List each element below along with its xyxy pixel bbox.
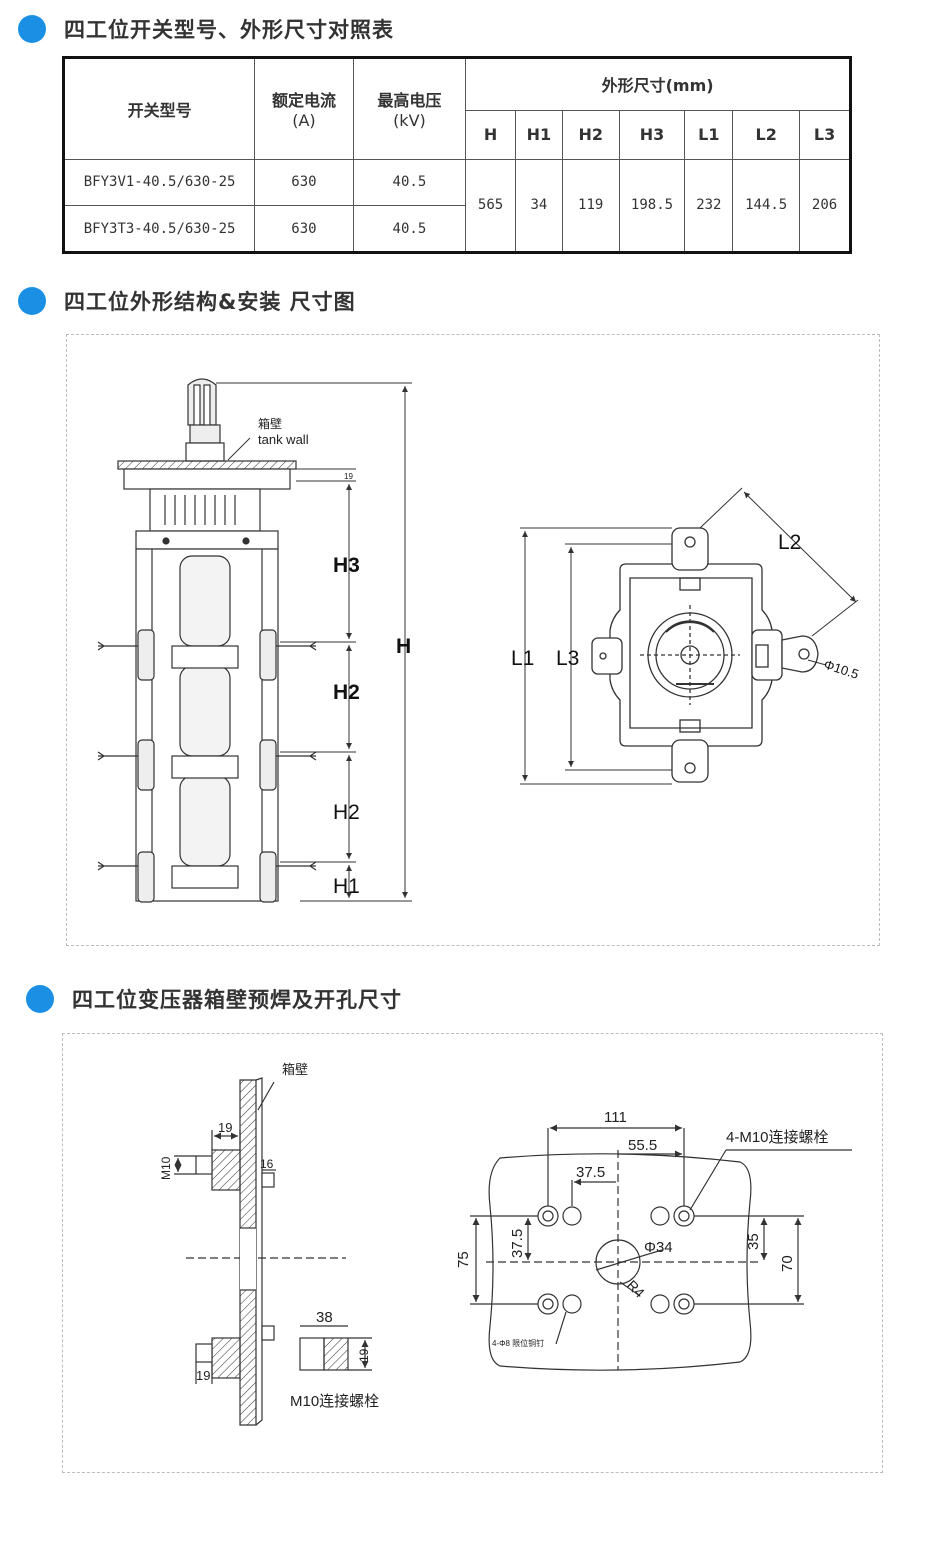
header-voltage-unit: (kV) (393, 111, 426, 131)
bullet-icon (18, 287, 46, 315)
table-row: BFY3V1-40.5/630-25 630 40.5 565 34 119 1… (62, 158, 851, 254)
header-dim-l2: L2 (732, 109, 801, 160)
cell-dim-l3: 206 (799, 158, 851, 254)
cell-model: BFY3V1-40.5/630-25 (62, 158, 256, 207)
header-dim-h: H (465, 109, 516, 160)
cell-current: 630 (254, 158, 354, 207)
header-current: 额定电流 (A) (254, 57, 354, 160)
cell-dim-h1: 34 (514, 158, 563, 254)
header-voltage: 最高电压 (kV) (352, 57, 467, 160)
spec-table: 开关型号 额定电流 (A) 最高电压 (kV) 外形尺寸(mm) H H1 H2… (62, 56, 852, 254)
bullet-icon (26, 985, 54, 1013)
section-title: 四工位开关型号、外形尺寸对照表 (64, 18, 394, 42)
header-dim-h3: H3 (618, 109, 686, 160)
header-model: 开关型号 (62, 57, 256, 160)
table-row: BFY3T3-40.5/630-25 630 40.5 (62, 205, 851, 253)
header-current-label: 额定电流 (271, 91, 336, 111)
cell-dim-l1: 232 (684, 158, 734, 254)
header-dims: 外形尺寸(mm) (465, 57, 851, 111)
header-dim-h1: H1 (514, 109, 563, 160)
cell-model: BFY3T3-40.5/630-25 (62, 205, 256, 253)
cell-voltage: 40.5 (352, 205, 467, 253)
header-voltage-label: 最高电压 (377, 91, 442, 111)
bullet-icon (18, 15, 46, 43)
header-dim-h2: H2 (561, 109, 620, 160)
header-dim-l1: L1 (684, 109, 734, 160)
section-title: 四工位外形结构&安装 尺寸图 (64, 290, 356, 314)
section-header-specs: 四工位开关型号、外形尺寸对照表 (18, 14, 394, 44)
cell-dim-l2: 144.5 (732, 158, 801, 254)
cell-dim-h: 565 (465, 158, 516, 254)
section-title: 四工位变压器箱壁预焊及开孔尺寸 (72, 988, 402, 1012)
cell-voltage: 40.5 (352, 158, 467, 207)
section-header-structure: 四工位外形结构&安装 尺寸图 (18, 286, 356, 316)
cell-dim-h2: 119 (561, 158, 620, 254)
cell-dim-h3: 198.5 (618, 158, 686, 254)
cell-current: 630 (254, 205, 354, 253)
header-current-unit: (A) (292, 111, 316, 131)
structure-diagram-frame (66, 334, 880, 946)
section-header-welding: 四工位变压器箱壁预焊及开孔尺寸 (26, 984, 402, 1014)
welding-diagram-frame (62, 1033, 883, 1473)
header-dim-l3: L3 (799, 109, 851, 160)
